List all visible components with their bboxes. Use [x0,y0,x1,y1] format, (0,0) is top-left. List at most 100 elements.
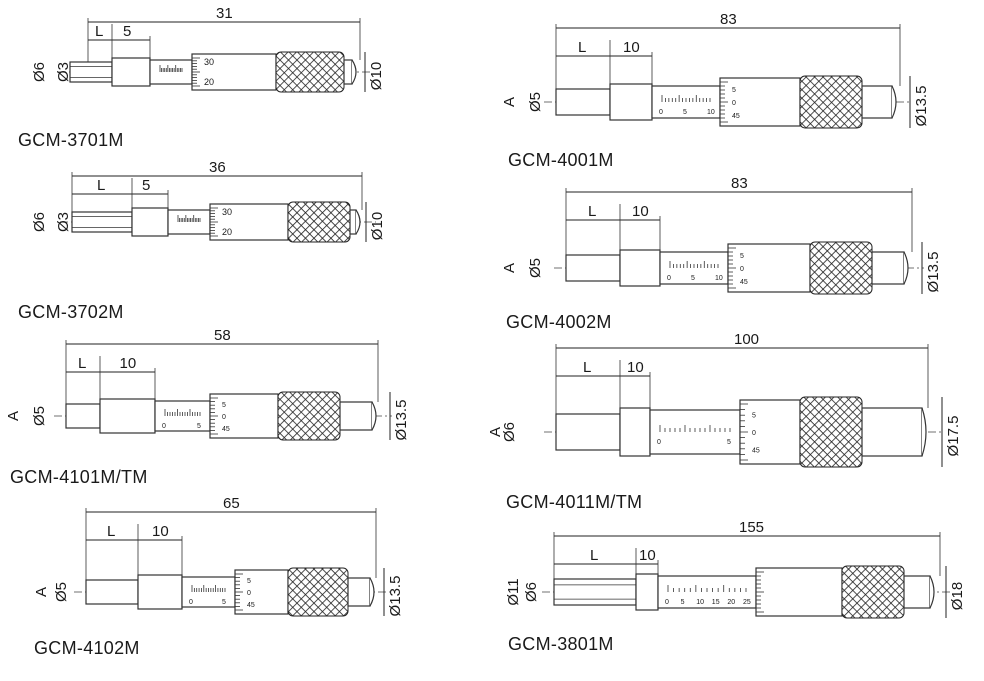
ratchet-cap [861,407,923,457]
inner-diameter-value: Ø3 [55,212,72,232]
thimble [191,53,277,91]
spindle-diameter-value: Ø6 [31,212,48,232]
thimble-scale-label: 0 [732,100,736,107]
barrel-scale-label: 20 [727,599,735,606]
thimble-scale-label: 45 [222,426,230,433]
A-label: A [501,97,518,107]
stem [99,398,156,434]
thimble-scale-label: 20 [204,77,214,87]
knurled-ratchet [275,51,345,93]
length-value: 36 [209,159,226,176]
barrel-scale-label: 0 [659,109,663,116]
ratchet-cap [339,401,373,431]
barrel-scale-label: 10 [715,275,723,282]
thimble [739,399,801,465]
head-diameter-value: Ø13.5 [387,576,404,617]
spindle-diameter-value: Ø5 [53,582,70,602]
L-label: L [97,177,105,194]
thimble [755,567,843,617]
thimble-scale-label: 0 [247,590,251,597]
model-label: GCM-4002M [506,312,612,332]
head-diameter-value: Ø13.5 [913,86,930,127]
length-value: 58 [214,327,231,344]
stem [111,57,151,87]
travel-value: 10 [639,547,656,564]
spindle [71,211,133,233]
L-label: L [588,203,596,220]
spindle-diameter-value: Ø5 [527,258,544,278]
ratchet-cap-end [929,575,935,609]
head-diameter-value: Ø13.5 [925,252,942,293]
model-label: GCM-3702M [18,302,124,322]
thimble-scale-label: 45 [247,602,255,609]
knurled-ratchet [809,241,873,295]
thimble-scale-label: 20 [222,227,232,237]
spindle [553,578,637,606]
length-value: 100 [734,331,759,348]
knurled-ratchet [799,75,863,129]
thimble-scale-label: 5 [222,402,226,409]
length-value: 83 [731,175,748,192]
thimble-scale-label: 5 [740,253,744,260]
thimble-scale-label: 5 [752,412,756,419]
barrel-scale-label: 5 [681,599,685,606]
stem [635,573,659,611]
model-label: GCM-4101M/TM [10,467,148,487]
model-label: GCM-4102M [34,638,140,658]
knurled-ratchet [277,391,341,441]
length-value: 65 [223,495,240,512]
thimble-scale-label: 45 [752,448,760,455]
model-label: GCM-4011M/TM [506,492,642,512]
barrel-scale-label: 10 [696,599,704,606]
thimble-scale-label: 0 [222,414,226,421]
barrel-scale-label: 5 [683,109,687,116]
barrel-scale-label: 5 [222,599,226,606]
model-label: GCM-3701M [18,130,124,150]
spindle [69,61,113,83]
A-label: A [33,587,50,597]
thimble-scale-label: 5 [732,87,736,94]
thimble-scale-label: 0 [740,266,744,273]
thimble-scale-label: 30 [204,57,214,67]
thimble [719,77,801,127]
ratchet-cap-end [351,59,357,85]
stem [619,249,661,287]
barrel [167,209,211,235]
L-label: L [95,23,103,40]
spindle [565,254,621,282]
barrel-scale-label: 5 [727,439,731,446]
A-label: A [501,263,518,273]
L-label: L [107,523,115,540]
ratchet-cap-end [371,401,377,431]
length-value: 31 [216,5,233,22]
barrel-scale-label: 0 [162,423,166,430]
travel-value: 10 [120,355,137,372]
ratchet-cap [903,575,931,609]
barrel-scale-label: 10 [707,109,715,116]
L-label: L [78,355,86,372]
L-label: L [590,547,598,564]
knurled-ratchet [841,565,905,619]
spindle [85,579,139,605]
ratchet-cap [871,251,905,285]
length-value: 83 [720,11,737,28]
ratchet-cap [343,59,353,85]
barrel-scale-label: 5 [197,423,201,430]
stem [131,207,169,237]
barrel-scale-label: 0 [665,599,669,606]
thimble-scale-label: 0 [752,430,756,437]
spindle-diameter-value: Ø5 [527,92,544,112]
travel-value: 5 [142,177,150,194]
spindle [555,413,621,451]
travel-value: 10 [627,359,644,376]
thimble-scale-label: 5 [247,578,251,585]
knurled-ratchet [287,567,349,617]
